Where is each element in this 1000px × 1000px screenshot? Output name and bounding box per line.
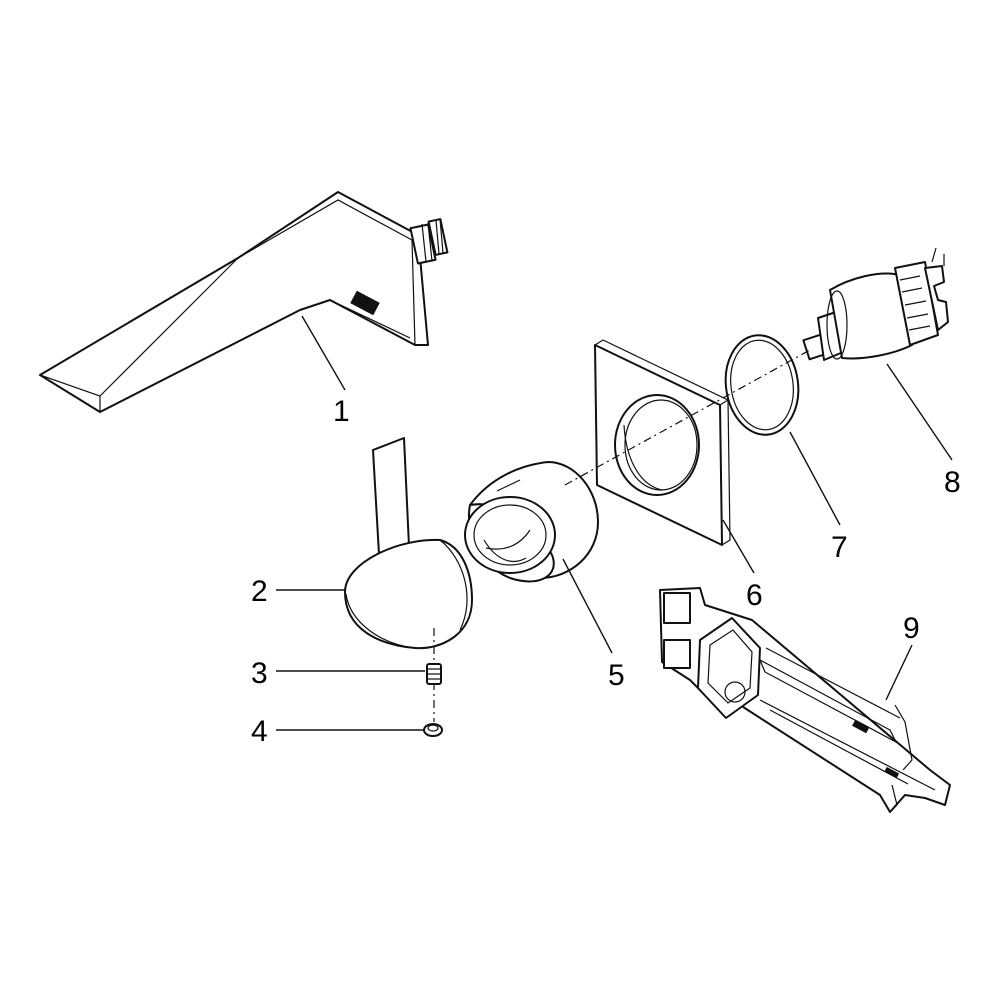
part-1-spout — [39, 191, 449, 413]
part-3-set-screw — [426, 663, 442, 685]
callout-5: 5 — [608, 659, 625, 692]
callout-8: 8 — [944, 466, 961, 499]
callout-labels: 1 2 3 4 5 6 7 8 9 — [251, 395, 961, 748]
part-2-lever-handle — [344, 437, 473, 722]
callout-6: 6 — [746, 579, 763, 612]
callout-4: 4 — [251, 715, 268, 748]
callout-7: 7 — [831, 531, 848, 564]
leader-9 — [885, 644, 913, 701]
callout-3: 3 — [251, 657, 268, 690]
callout-2: 2 — [251, 575, 268, 608]
part-9-wrench — [659, 587, 951, 813]
part-4-cap — [423, 723, 443, 737]
leader-lines — [276, 315, 953, 731]
leader-1 — [301, 315, 346, 391]
part-5-sleeve — [464, 461, 599, 583]
part-6-rosette-plate — [594, 339, 731, 546]
leader-7 — [789, 431, 841, 526]
spout-thread-connector — [409, 218, 449, 265]
callout-9: 9 — [903, 612, 920, 645]
leader-5 — [562, 558, 613, 654]
part-7-o-ring — [724, 334, 800, 436]
assembly-axis — [564, 349, 811, 486]
leader-6 — [722, 519, 755, 574]
leader-8 — [886, 363, 953, 461]
part-8-cartridge — [802, 247, 949, 361]
callout-1: 1 — [333, 395, 350, 428]
